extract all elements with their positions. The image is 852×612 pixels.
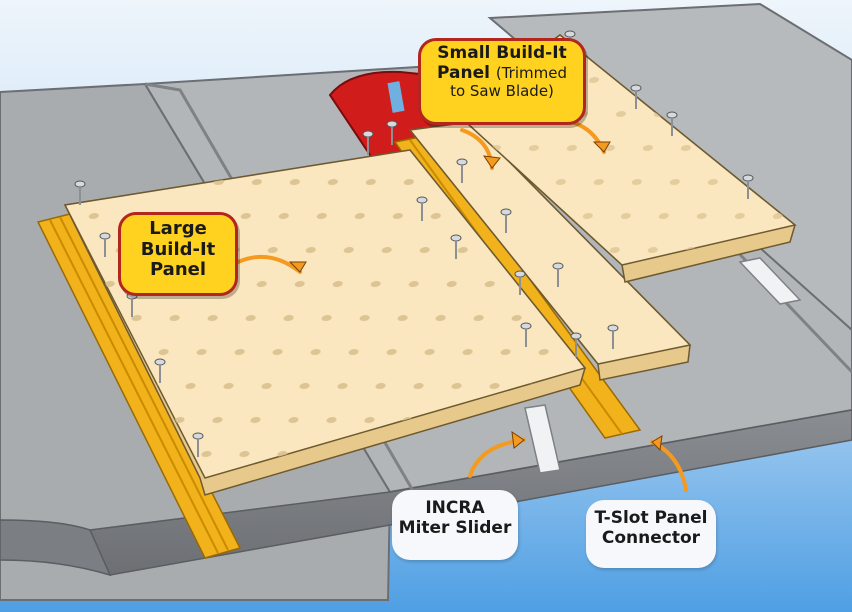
callout-large-panel-line3: Panel [149, 259, 207, 281]
callout-miter-slider: INCRA Miter Slider [392, 490, 518, 560]
arrowheads [288, 141, 663, 452]
miter-slider-rail-right [738, 257, 802, 305]
callout-miter-slider-line2: Miter Slider [398, 518, 512, 539]
panel-screws [74, 30, 754, 457]
callout-tslot-connector: T-Slot Panel Connector [586, 500, 716, 568]
callout-large-panel-line1: Large [149, 218, 207, 239]
callout-tslot-line1: T-Slot Panel [594, 508, 708, 528]
saw-table-corner [0, 519, 112, 577]
callout-large-panel-line2: Build-It [140, 238, 216, 260]
callout-small-panel: Small Build-It Panel (Trimmed to Saw Bla… [418, 38, 586, 125]
callout-small-panel-line1: Small Build-It [437, 43, 567, 63]
callout-small-panel-line3: to Saw Blade) [450, 82, 554, 101]
blade-slot [387, 81, 405, 113]
callout-small-panel-line2: Panel (Trimmed [421, 62, 583, 84]
callout-small-panel-line2-bold: Panel [437, 62, 490, 83]
miter-slider-rail [524, 404, 561, 474]
callout-miter-slider-line1: INCRA [425, 498, 485, 518]
callout-tslot-line2: Connector [601, 528, 701, 549]
callout-small-panel-note: (Trimmed [495, 63, 567, 82]
callout-large-panel: Large Build-It Panel [118, 212, 238, 296]
